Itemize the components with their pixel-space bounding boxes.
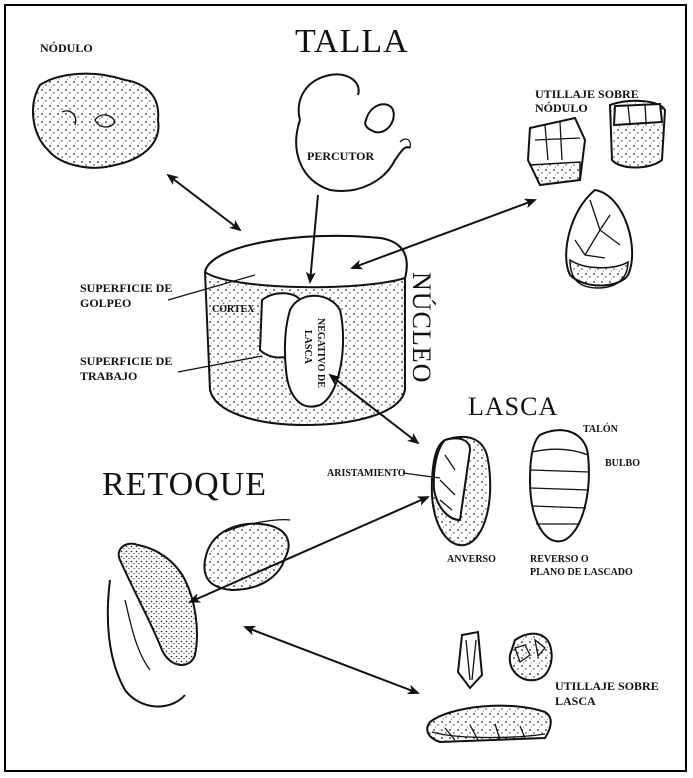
label-talon: TALÓN <box>583 423 619 435</box>
chopper-tool-1 <box>528 118 585 185</box>
label-anverso: ANVERSO <box>447 554 496 565</box>
flake-tool-1 <box>458 632 482 688</box>
label-lasca: LASCA <box>468 392 558 421</box>
label-utillaje-lasca-2: LASCA <box>555 694 596 708</box>
handaxe-tool <box>566 190 632 288</box>
flake-tool-3 <box>427 706 551 742</box>
arrow-retoque-utillaje <box>245 627 418 693</box>
label-cortex: CÓRTEX <box>212 303 255 315</box>
label-reverso-2: PLANO DE LASCADO <box>530 567 633 578</box>
label-negativo-1: NEGATIVO DE <box>315 318 326 388</box>
label-utillaje-nodulo-1: UTILLAJE SOBRE <box>535 87 639 101</box>
label-nucleo: NÚCLEO <box>407 272 436 383</box>
label-superficie-trabajo-1: SUPERFICIE DE <box>80 354 172 368</box>
label-reverso-1: REVERSO O <box>530 554 589 565</box>
flake-reverso <box>530 430 589 541</box>
percussor-hand <box>296 74 410 191</box>
arrow-nucleo-utillaje <box>352 200 535 268</box>
label-utillaje-lasca-1: UTILLAJE SOBRE <box>555 679 659 693</box>
label-percutor: PERCUTOR <box>307 149 374 163</box>
label-bulbo: BULBO <box>605 458 640 469</box>
chopper-tool-2 <box>610 101 665 168</box>
label-superficie-golpeo-2: GOLPEO <box>80 296 131 310</box>
label-talla: TALLA <box>295 23 409 60</box>
label-nodulo: NÓDULO <box>40 41 93 55</box>
arrow-nodulo-nucleo <box>168 175 240 230</box>
label-superficie-trabajo-2: TRABAJO <box>80 369 137 383</box>
label-superficie-golpeo-1: SUPERFICIE DE <box>80 281 172 295</box>
retouch-hands <box>108 520 290 707</box>
flake-tool-2 <box>510 634 552 681</box>
label-retoque: RETOQUE <box>102 466 267 503</box>
label-negativo-2: LASCA <box>302 330 313 365</box>
nodule-stone <box>33 74 158 168</box>
label-aristamiento: ARISTAMIENTO <box>327 468 406 479</box>
label-utillaje-nodulo-2: NÓDULO <box>535 101 588 115</box>
flake-anverso <box>432 437 490 545</box>
